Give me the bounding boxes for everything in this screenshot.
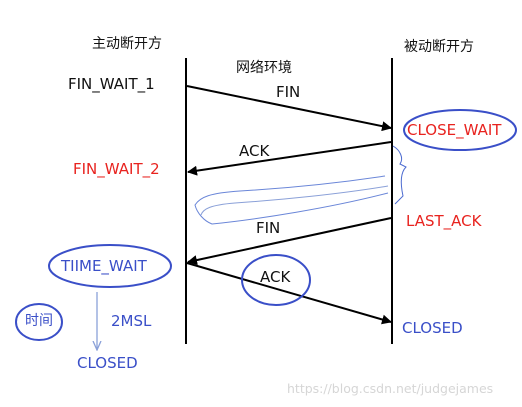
message-fin-2: FIN [256, 219, 281, 237]
active-closer-header: 主动断开方 [92, 36, 162, 52]
ack-circle [241, 254, 311, 306]
state-time-wait: TIIME_WAIT [61, 257, 147, 275]
state-fin-wait-2: FIN_WAIT_2 [73, 160, 160, 178]
state-fin-wait-1: FIN_WAIT_1 [68, 75, 155, 93]
state-closed-right: CLOSED [402, 319, 463, 337]
state-closed-left: CLOSED [77, 354, 138, 372]
scribble-brace [392, 145, 407, 205]
ack-arrow-1 [187, 141, 392, 176]
state-last-ack: LAST_ACK [406, 212, 482, 230]
duration-label: 2MSL [111, 312, 152, 330]
fin-arrow-2 [187, 217, 392, 265]
message-ack-1: ACK [239, 142, 270, 160]
scribble-wave [194, 175, 389, 225]
state-close-wait: CLOSE_WAIT [407, 121, 502, 139]
network-label: 网络环境 [236, 60, 292, 76]
ack-arrow-2 [186, 262, 392, 325]
message-ack-2: ACK [260, 268, 291, 286]
time-circle [15, 303, 63, 341]
fin-arrow-1 [186, 85, 392, 132]
time-label: 时间 [25, 313, 53, 329]
time-wait-circle [48, 244, 172, 288]
passive-closer-header: 被动断开方 [404, 39, 474, 55]
watermark: https://blog.csdn.net/judgejames [287, 381, 494, 396]
scribble-wave-inner [200, 185, 389, 216]
close-wait-circle [403, 109, 517, 151]
message-fin-1: FIN [276, 83, 301, 101]
